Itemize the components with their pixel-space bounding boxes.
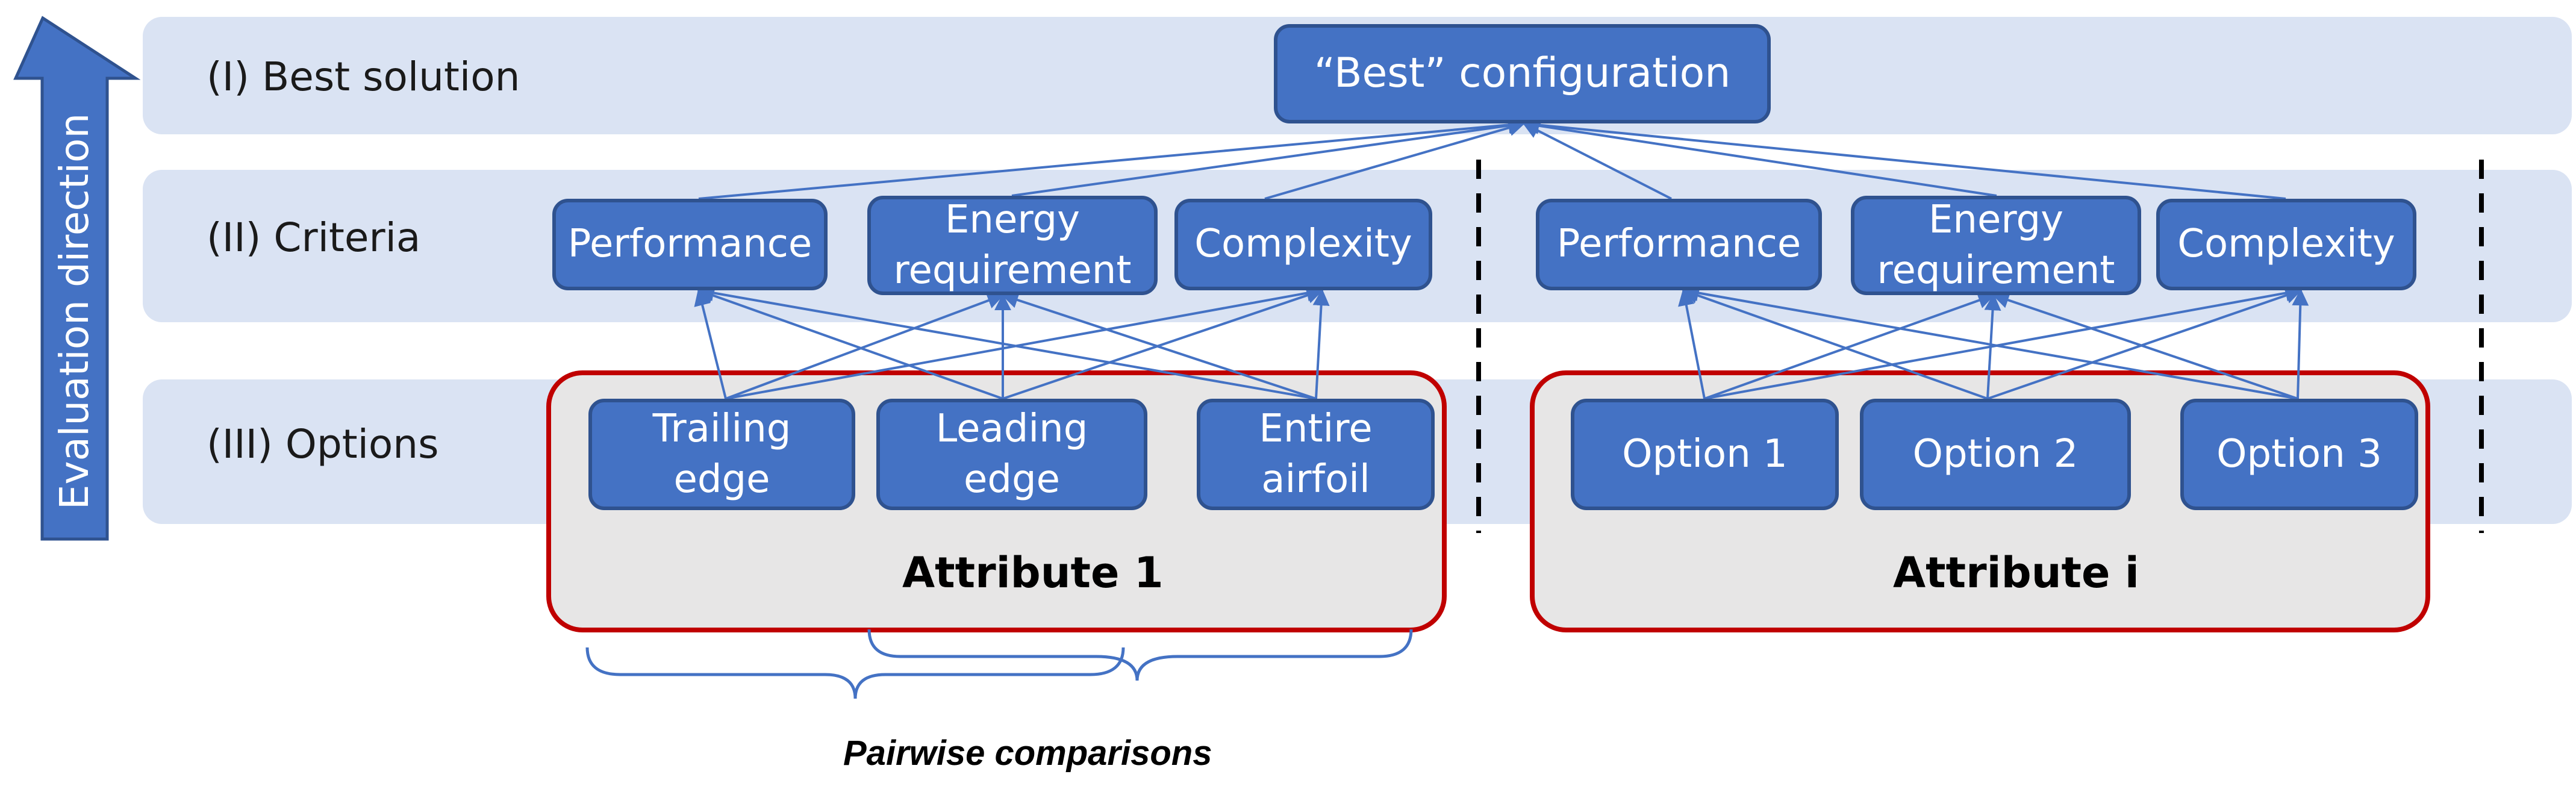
option-to-criterion-connector <box>1002 287 1324 400</box>
option-2: Option 2 <box>1860 399 2131 510</box>
option-to-criterion-connector <box>697 284 1317 400</box>
criterion-complexity: Complexity <box>2156 199 2416 290</box>
criterion-to-best-connector <box>1522 116 2286 200</box>
criterion-to-best-connector <box>1264 119 1526 200</box>
criterion-to-best-connector <box>1522 117 1997 197</box>
option-to-criterion-connector <box>694 288 727 399</box>
criterion-energy-requirement: Energy requirement <box>1851 196 2141 295</box>
option-to-criterion-connector <box>2292 288 2309 399</box>
option-to-criterion-connector <box>697 287 1003 400</box>
option-to-criterion-connector <box>1984 293 2001 399</box>
criterion-complexity: Complexity <box>1174 199 1432 290</box>
option-to-criterion-connector <box>1678 288 1706 399</box>
level-criteria-label: (II) Criteria <box>207 214 421 261</box>
option-to-criterion-connector <box>1992 292 2298 400</box>
option-to-criterion-connector <box>1704 284 2303 400</box>
criterion-to-best-connector <box>698 116 1526 200</box>
option-to-criterion-connector <box>1682 284 2298 400</box>
attribute-1-label: Attribute 1 <box>902 548 1164 597</box>
level-options-label: (III) Options <box>207 421 439 467</box>
criterion-performance: Performance <box>1536 199 1822 290</box>
option-to-criterion-connector <box>1682 287 1988 400</box>
criterion-to-best-connector <box>1011 117 1526 197</box>
option-1: Option 1 <box>1571 399 1839 510</box>
best-configuration-box: “Best” configuration <box>1274 24 1771 123</box>
option-leading-edge: Leading edge <box>876 399 1147 510</box>
pairwise-braces <box>585 629 1413 699</box>
level-best-solution-label: (I) Best solution <box>207 54 520 100</box>
option-to-criterion-connector <box>725 284 1324 400</box>
criterion-performance: Performance <box>552 199 828 290</box>
option-trailing-edge: Trailing edge <box>588 399 855 510</box>
option-to-criterion-connector <box>1312 288 1330 399</box>
criterion-to-best-connector <box>1522 122 1672 200</box>
attribute-i-label: Attribute i <box>1893 548 2139 597</box>
connector-lines <box>694 116 2309 400</box>
option-3: Option 3 <box>2180 399 2418 510</box>
option-entire-airfoil: Entire airfoil <box>1197 399 1435 510</box>
option-to-criterion-connector <box>1987 287 2303 400</box>
pairwise-comparisons-caption: Pairwise comparisons <box>843 734 1212 773</box>
criterion-energy-requirement: Energy requirement <box>867 196 1158 295</box>
option-to-criterion-connector <box>725 292 1005 400</box>
option-to-criterion-connector <box>1704 292 1995 400</box>
option-to-criterion-connector <box>1001 292 1317 400</box>
